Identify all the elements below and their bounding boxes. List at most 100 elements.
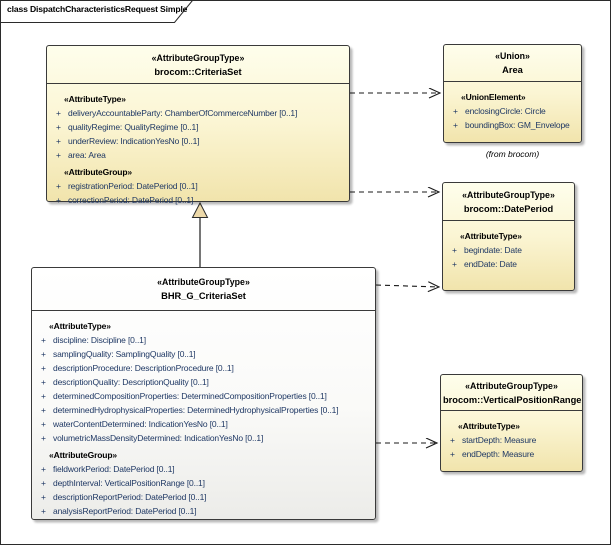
class-header: «AttributeGroupType» brocom::VerticalPos… <box>441 375 582 411</box>
visibility-sign: + <box>56 136 61 146</box>
class-name: brocom::DatePeriod <box>463 203 554 214</box>
attribute-text: begindate: Date <box>464 245 522 255</box>
attribute-text: enclosingCircle: Circle <box>465 106 546 116</box>
attribute-text: correctionPeriod: DatePeriod [0..1] <box>68 195 194 205</box>
visibility-sign: + <box>41 363 46 373</box>
attribute-text: «AttributeGroup» <box>49 450 117 460</box>
attribute-row: + endDepth: Measure <box>441 447 582 461</box>
class-header: «AttributeGroupType» brocom::DatePeriod <box>443 183 574 221</box>
attribute-row: + startDepth: Measure <box>441 433 582 447</box>
attribute-text: depthInterval: VerticalPositionRange [0.… <box>53 478 205 488</box>
attribute-text: qualityRegime: QualityRegime [0..1] <box>68 122 199 132</box>
visibility-sign: + <box>41 464 46 474</box>
diagram-title-tab <box>0 0 194 23</box>
attribute-row: + begindate: Date <box>443 243 574 257</box>
attribute-text: samplingQuality: SamplingQuality [0..1] <box>53 349 196 359</box>
attribute-row: + analysisReportPeriod: DatePeriod [0..1… <box>32 504 375 518</box>
visibility-sign: + <box>41 335 46 345</box>
attribute-row: + depthInterval: VerticalPositionRange [… <box>32 476 375 490</box>
attribute-text: underReview: IndicationYesNo [0..1] <box>68 136 200 146</box>
generalization-arrow-bhrg-to-criteriaset[interactable] <box>191 201 209 267</box>
visibility-sign: + <box>56 195 61 205</box>
visibility-sign: + <box>56 122 61 132</box>
attribute-row: + descriptionProcedure: DescriptionProce… <box>32 361 375 375</box>
attribute-text: discipline: Discipline [0..1] <box>53 335 146 345</box>
attribute-row: «UnionElement» <box>444 90 581 104</box>
attribute-row: + waterContentDetermined: IndicationYesN… <box>32 417 375 431</box>
attribute-row: + determinedCompositionProperties: Deter… <box>32 389 375 403</box>
class-attribute-list: «AttributeType» + begindate: Date + endD… <box>443 221 574 271</box>
attribute-text: analysisReportPeriod: DatePeriod [0..1] <box>53 506 197 516</box>
visibility-sign: + <box>450 435 455 445</box>
attribute-text: boundingBox: GM_Envelope <box>465 120 570 130</box>
attribute-text: «AttributeType» <box>64 94 126 104</box>
visibility-sign: + <box>41 478 46 488</box>
from-package-note: (from brocom) <box>485 149 540 159</box>
visibility-sign: + <box>56 108 61 118</box>
attribute-row: «AttributeType» <box>47 92 349 106</box>
generalization-triangle <box>191 201 209 218</box>
class-attribute-list: «UnionElement» + enclosingCircle: Circle… <box>444 82 581 132</box>
visibility-sign: + <box>453 106 458 116</box>
class-bhr-g-criteriaset[interactable]: «AttributeGroupType» BHR_G_CriteriaSet «… <box>31 267 376 520</box>
visibility-sign: + <box>41 377 46 387</box>
attribute-row: + fieldworkPeriod: DatePeriod [0..1] <box>32 462 375 476</box>
attribute-text: determinedHydrophysicalProperties: Deter… <box>53 405 339 415</box>
attribute-row: + discipline: Discipline [0..1] <box>32 333 375 347</box>
attribute-text: fieldworkPeriod: DatePeriod [0..1] <box>53 464 175 474</box>
visibility-sign: + <box>450 449 455 459</box>
class-stereotype: «AttributeGroupType» <box>157 277 250 287</box>
visibility-sign: + <box>56 150 61 160</box>
attribute-row: + samplingQuality: SamplingQuality [0..1… <box>32 347 375 361</box>
visibility-sign: + <box>41 506 46 516</box>
attribute-text: «UnionElement» <box>461 92 526 102</box>
visibility-sign: + <box>41 405 46 415</box>
class-brocom-criteriaset[interactable]: «AttributeGroupType» brocom::CriteriaSet… <box>46 45 350 205</box>
class-stereotype: «AttributeGroupType» <box>465 380 558 391</box>
attribute-text: descriptionQuality: DescriptionQuality [… <box>53 377 209 387</box>
attribute-row: + correctionPeriod: DatePeriod [0..1] <box>47 193 349 207</box>
attribute-row: + determinedHydrophysicalProperties: Det… <box>32 403 375 417</box>
attribute-text: waterContentDetermined: IndicationYesNo … <box>53 419 228 429</box>
visibility-sign: + <box>452 259 457 269</box>
attribute-text: deliveryAccountableParty: ChamberOfComme… <box>68 108 298 118</box>
attribute-row: + deliveryAccountableParty: ChamberOfCom… <box>47 106 349 120</box>
class-name: BHR_G_CriteriaSet <box>161 291 246 301</box>
attribute-row: + volumetricMassDensityDetermined: Indic… <box>32 431 375 445</box>
attribute-row: + descriptionReportPeriod: DatePeriod [0… <box>32 490 375 504</box>
attribute-row: «AttributeGroup» <box>32 448 375 462</box>
attribute-text: determinedCompositionProperties: Determi… <box>53 391 327 401</box>
attribute-text: area: Area <box>68 150 106 160</box>
class-header: «Union» Area <box>444 45 581 82</box>
class-stereotype: «AttributeGroupType» <box>151 52 245 63</box>
attribute-row: + registrationPeriod: DatePeriod [0..1] <box>47 179 349 193</box>
class-name: brocom::CriteriaSet <box>154 66 242 77</box>
visibility-sign: + <box>41 433 46 443</box>
class-brocom-dateperiod[interactable]: «AttributeGroupType» brocom::DatePeriod … <box>442 182 575 291</box>
attribute-text: «AttributeGroup» <box>64 167 132 177</box>
class-brocom-verticalpositionrange[interactable]: «AttributeGroupType» brocom::VerticalPos… <box>440 374 583 472</box>
attribute-row: + underReview: IndicationYesNo [0..1] <box>47 134 349 148</box>
class-header: «AttributeGroupType» brocom::CriteriaSet <box>47 46 349 84</box>
attribute-row: + area: Area <box>47 148 349 162</box>
class-attribute-list: «AttributeType» + discipline: Discipline… <box>32 311 375 518</box>
visibility-sign: + <box>41 349 46 359</box>
visibility-sign: + <box>41 391 46 401</box>
attribute-row: + qualityRegime: QualityRegime [0..1] <box>47 120 349 134</box>
class-area[interactable]: «Union» Area «UnionElement» + enclosingC… <box>443 44 582 143</box>
dependency-arrow-bhrg-to-dateperiod[interactable] <box>375 285 439 287</box>
attribute-row: + enclosingCircle: Circle <box>444 104 581 118</box>
class-header: «AttributeGroupType» BHR_G_CriteriaSet <box>32 268 375 311</box>
attribute-text: «AttributeType» <box>49 321 111 331</box>
class-name: Area <box>502 65 523 75</box>
class-attribute-list: «AttributeType» + deliveryAccountablePar… <box>47 84 349 207</box>
attribute-text: «AttributeType» <box>460 231 522 241</box>
class-stereotype: «AttributeGroupType» <box>462 189 555 200</box>
attribute-row: + boundingBox: GM_Envelope <box>444 118 581 132</box>
visibility-sign: + <box>56 181 61 191</box>
class-stereotype: «Union» <box>495 51 530 61</box>
diagram-title: class DispatchCharacteristicsRequest Sim… <box>7 4 188 14</box>
class-attribute-list: «AttributeType» + startDepth: Measure + … <box>441 411 582 461</box>
visibility-sign: + <box>452 245 457 255</box>
attribute-text: volumetricMassDensityDetermined: Indicat… <box>53 433 264 443</box>
